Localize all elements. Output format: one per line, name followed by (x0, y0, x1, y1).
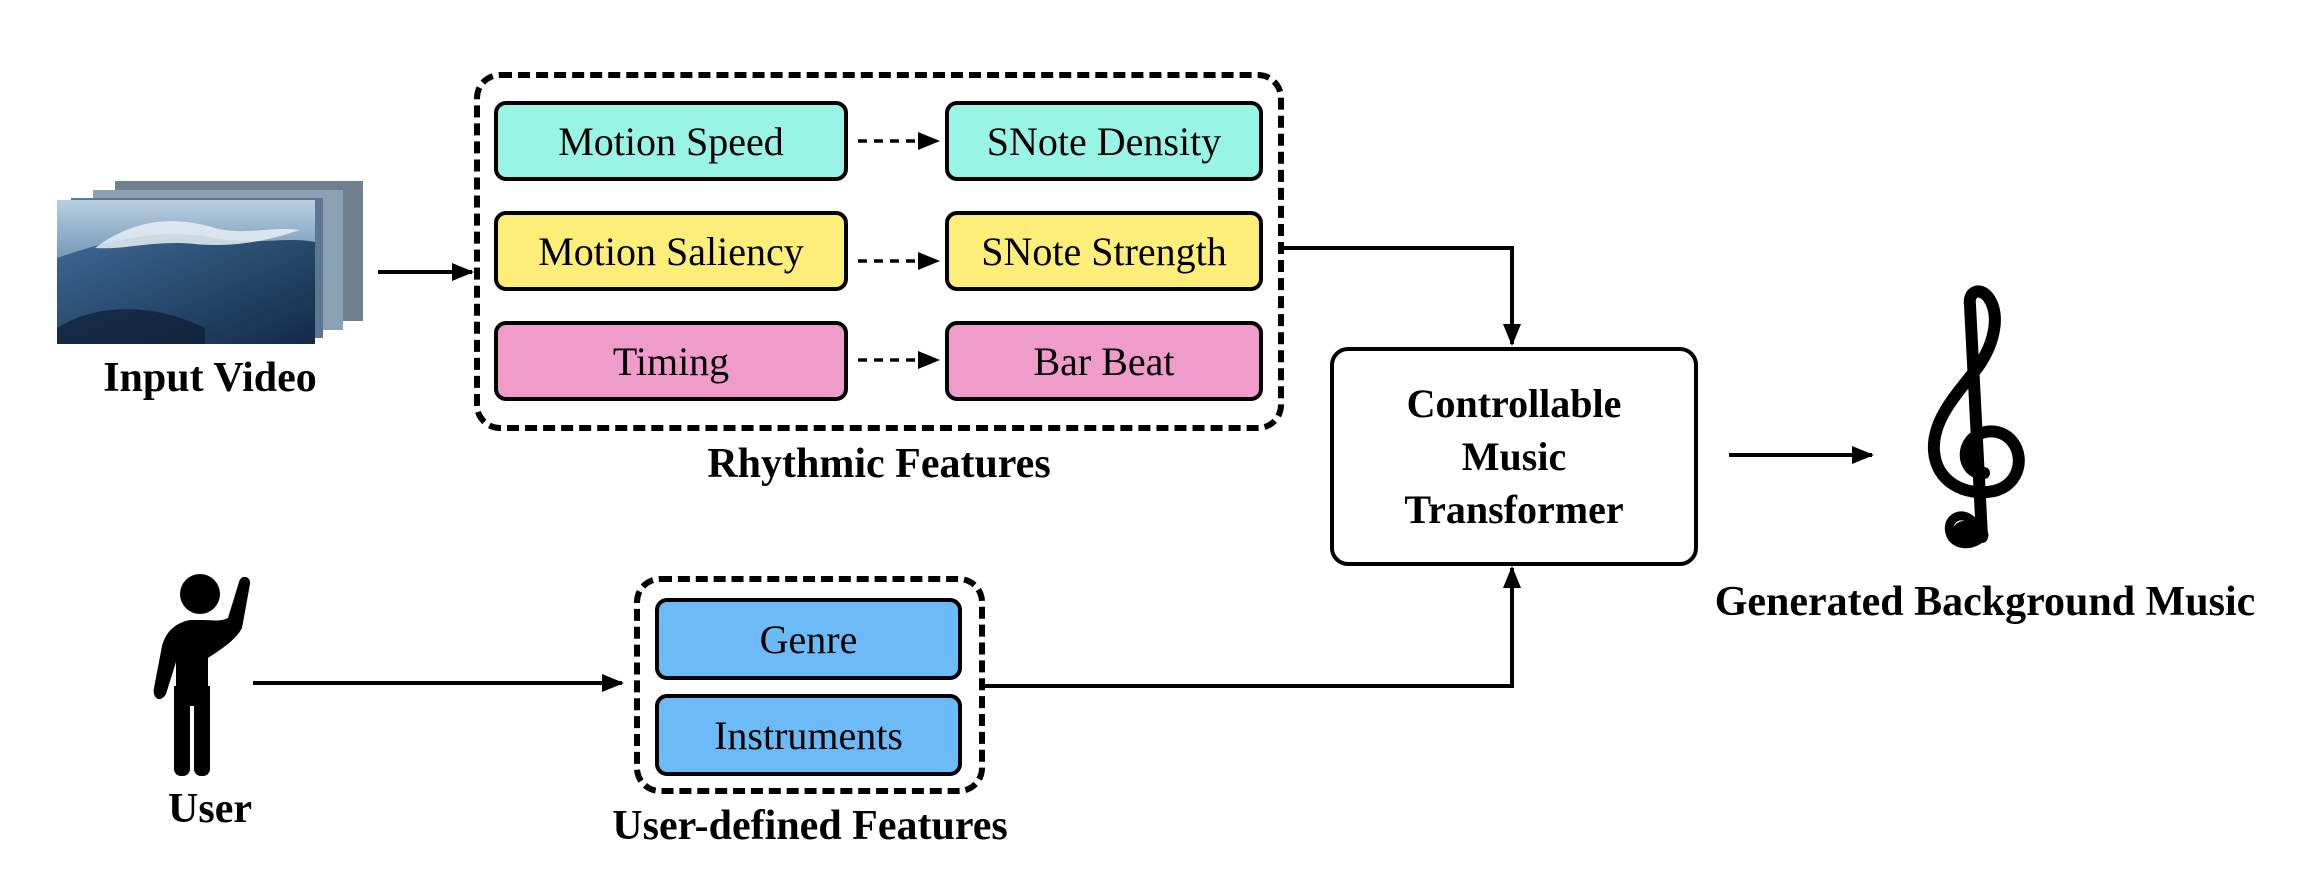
user-label: User (168, 786, 252, 832)
person-pointing-icon (153, 574, 251, 776)
instruments-box: Instruments (655, 694, 962, 776)
user-defined-features-group (634, 576, 985, 794)
rhythmic-features-group (474, 72, 1284, 431)
user-figure (150, 570, 270, 780)
user-defined-features-label: User-defined Features (612, 803, 1008, 849)
snote-density-box: SNote Density (945, 101, 1263, 181)
genre-box: Genre (655, 598, 962, 680)
rhythmic-features-label: Rhythmic Features (707, 441, 1051, 487)
input-video-icon (55, 178, 365, 348)
treble-clef-icon (1927, 285, 2025, 549)
arrow-user-defined-to-transformer (983, 566, 1521, 688)
arrow-rhythmic-to-transformer (1282, 246, 1521, 346)
music-output (1920, 285, 2040, 555)
motion-saliency-box: Motion Saliency (494, 211, 848, 291)
bar-beat-box: Bar Beat (945, 321, 1263, 401)
input-video-label: Input Video (103, 355, 317, 401)
timing-box: Timing (494, 321, 848, 401)
transformer-line-1: Controllable (1406, 381, 1622, 426)
generated-background-music-label: Generated Background Music (1714, 579, 2256, 625)
transformer-line-2: Music (1461, 434, 1567, 479)
controllable-music-transformer-box: Controllable Music Transformer (1330, 347, 1698, 566)
motion-speed-box: Motion Speed (494, 101, 848, 181)
snote-strength-box: SNote Strength (945, 211, 1263, 291)
video-frames-stack-icon (57, 181, 363, 344)
transformer-line-3: Transformer (1404, 487, 1624, 532)
